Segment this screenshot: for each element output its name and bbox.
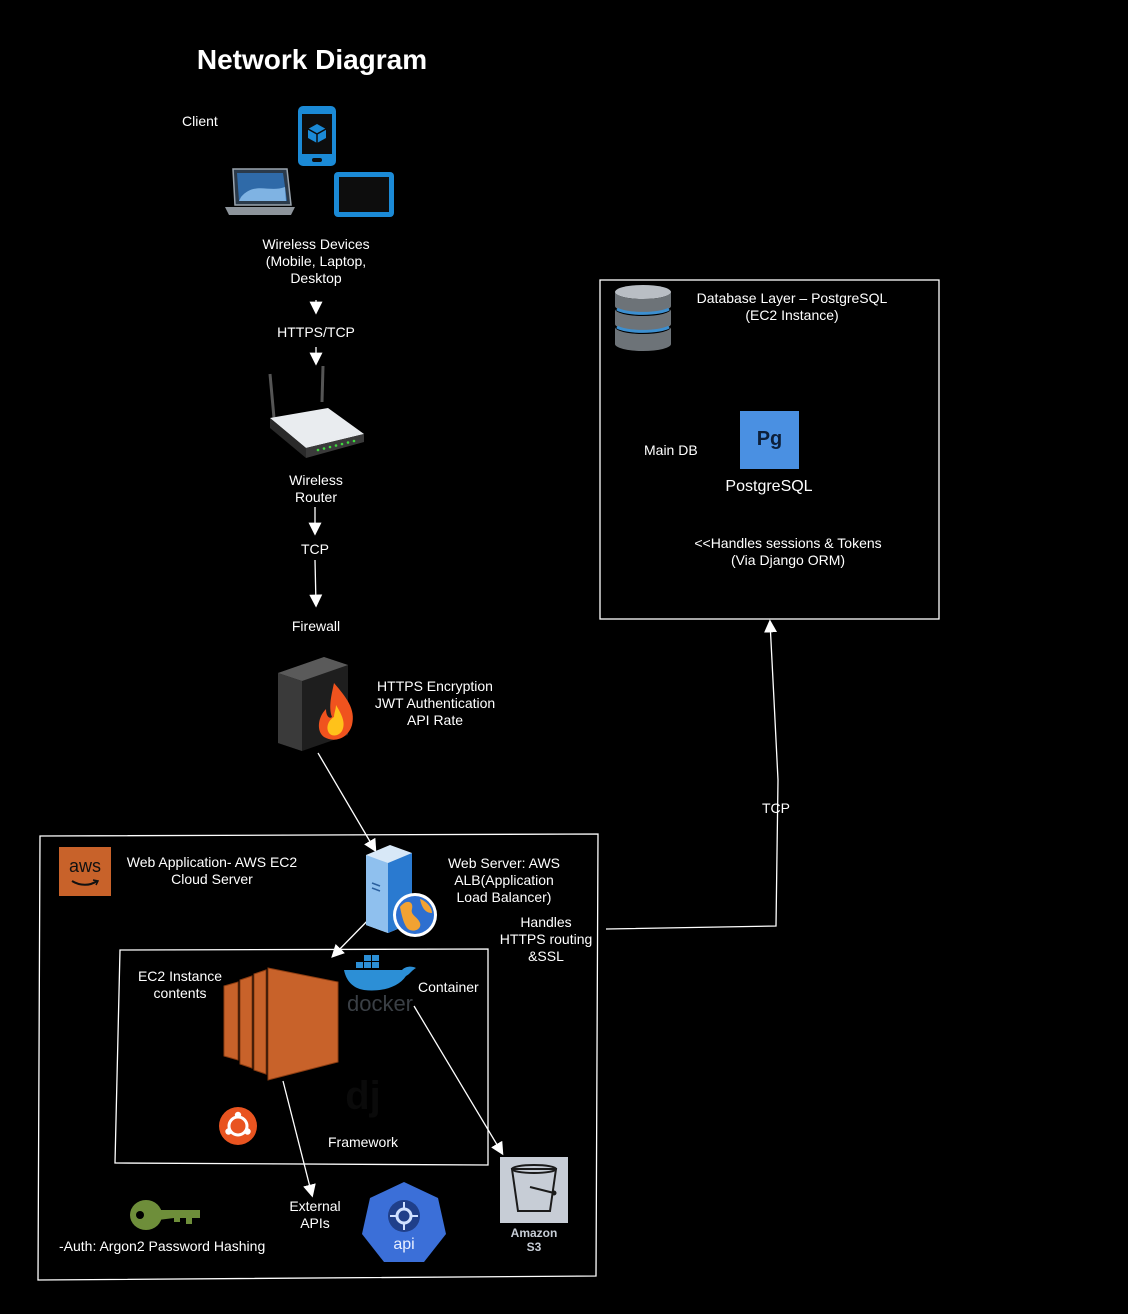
ec2-container [114,948,489,1166]
aws-logo-text: aws [68,856,101,876]
external-apis-label: External APIs [289,1198,341,1231]
docker-to-s3-arrow [413,1005,504,1156]
https-tcp-label: HTTPS/TCP [277,324,355,340]
tablet-icon [334,172,394,217]
framework-label: Framework [327,1134,398,1150]
ubuntu-icon [219,1107,257,1145]
webapp-container [37,833,599,1281]
firewall-to-webserver-arrow [317,752,377,853]
firewall-icon [278,657,353,751]
mobile-icon [298,106,336,166]
database-container [599,279,940,620]
api-badge-text: api [393,1236,415,1253]
django-icon: dj [345,1074,381,1118]
web-server-label: Web Server: AWS ALB(Application Load Bal… [447,855,561,905]
diagram-title: Network Diagram [196,44,428,75]
db-tcp-label: TCP [762,800,790,816]
webserver-to-db-link [605,619,779,930]
wireless-devices-label: Wireless Devices (Mobile, Laptop, Deskto… [262,236,370,286]
s3-label: Amazon S3 [510,1226,558,1254]
database-note: <<Handles sessions & Tokens (Via Django … [694,535,882,568]
auth-label: -Auth: Argon2 Password Hashing [59,1238,266,1254]
s3-bucket-icon [500,1157,568,1223]
router-icon [268,366,364,458]
docker-icon [344,955,416,991]
container-label: Container [418,979,479,995]
postgres-icon: Pg [740,411,799,469]
ec2-contents-label: EC2 Instance contents [137,968,223,1001]
docker-wordmark: docker [346,991,414,1016]
routing-label: Handles HTTPS routing &SSL [499,914,593,964]
database-icon [615,285,671,351]
tcp-label: TCP [301,541,329,557]
postgres-label: PostgreSQL [725,478,813,495]
postgres-badge-text: Pg [756,428,783,450]
main-db-label: Main DB [644,442,698,458]
router-label: Wireless Router [289,472,343,505]
ec2-instance-icon [223,967,339,1081]
aws-logo-icon: aws [59,847,111,896]
key-icon [130,1200,200,1230]
web-server-icon [366,845,437,937]
tcp-to-firewall-arrow [309,559,323,608]
database-title: Database Layer – PostgreSQL (EC2 Instanc… [696,290,888,323]
ec2-to-apis-arrow [282,1080,316,1198]
webapp-title: Web Application- AWS EC2 Cloud Server [126,854,298,887]
laptop-icon [225,168,295,215]
firewall-notes: HTTPS Encryption JWT Authentication API … [374,678,496,728]
api-icon [362,1182,446,1262]
client-label: Client [182,113,218,129]
firewall-label: Firewall [291,618,341,634]
